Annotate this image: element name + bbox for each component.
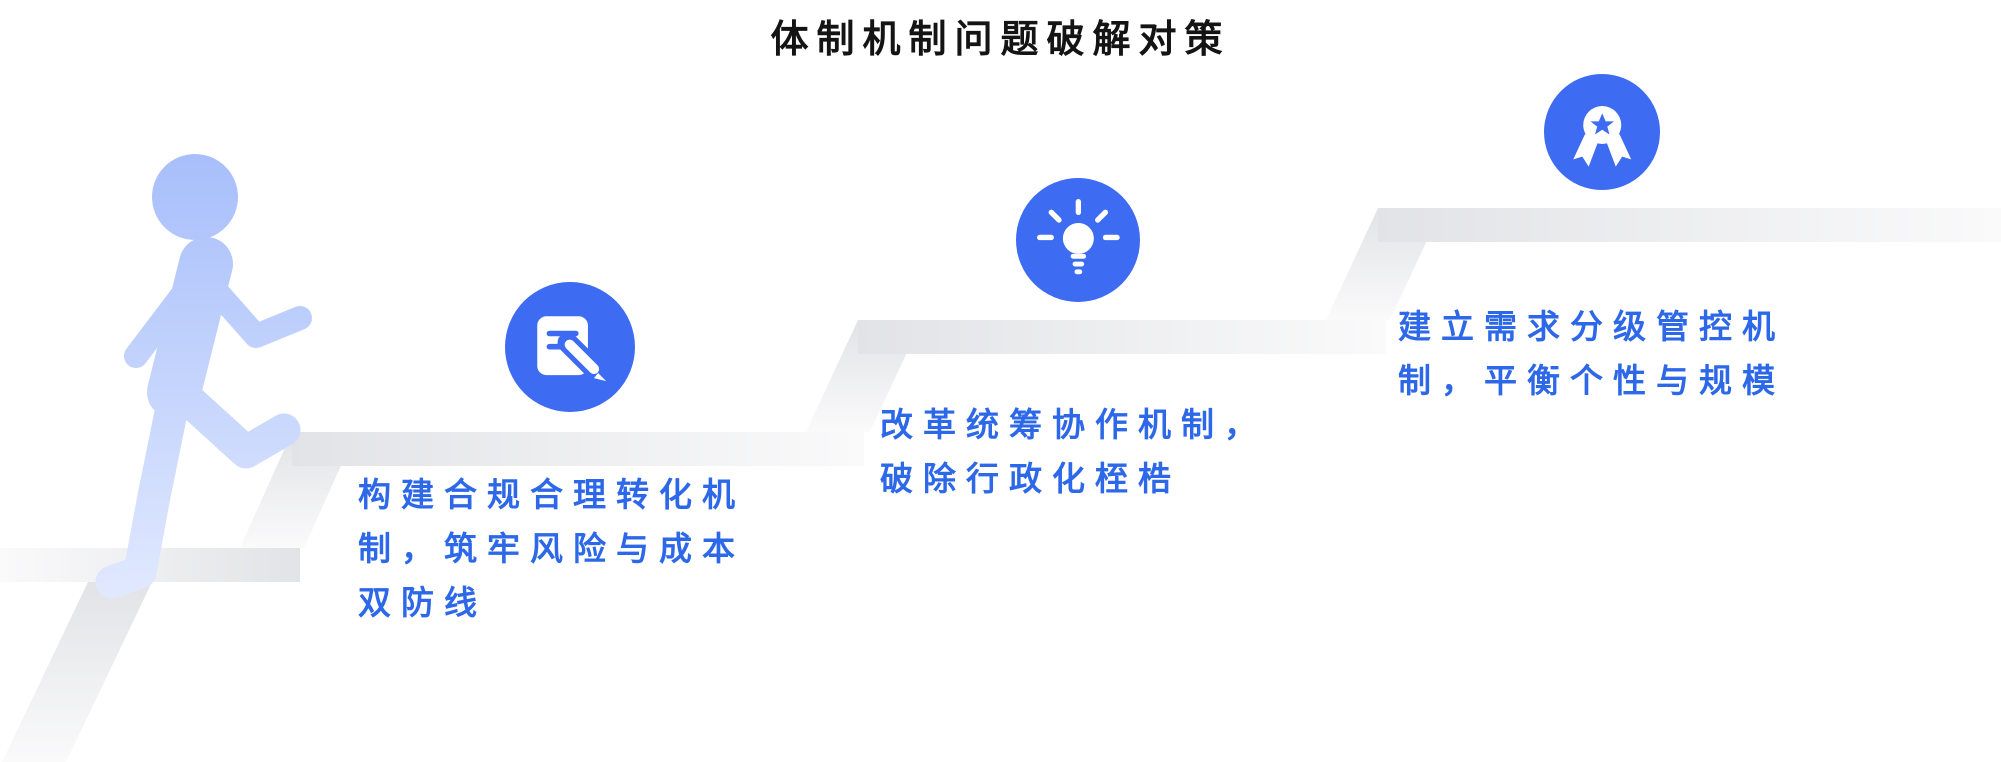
- person-back-leg: [95, 381, 191, 599]
- stair-tread-1: [292, 432, 864, 466]
- page-title: 体制机制问题破解对策: [770, 19, 1231, 61]
- step2-text-line: 改革统筹协作机制，: [880, 406, 1267, 443]
- step1-text: 构建合规合理转化机 制，筑牢风险与成本 双防线: [358, 468, 745, 630]
- step3-icon-badge: [1544, 74, 1660, 190]
- person-front-leg: [163, 375, 301, 469]
- step1-icon-badge: [505, 282, 635, 412]
- step1-text-line: 双防线: [358, 584, 487, 621]
- medal-icon: [1573, 105, 1631, 167]
- step2-text-line: 破除行政化桎梏: [880, 460, 1181, 497]
- document-edit-icon: [537, 316, 609, 384]
- person-head: [152, 154, 238, 240]
- lightbulb-icon: [1036, 198, 1120, 274]
- step1-text-line: 构建合规合理转化机: [358, 476, 745, 513]
- stair-riser-0: [2, 582, 152, 762]
- step2-text: 改革统筹协作机制， 破除行政化桎梏: [880, 398, 1267, 506]
- step1-text-line: 制，筑牢风险与成本: [358, 530, 745, 567]
- staircase: [0, 208, 2001, 762]
- step2-icon-badge: [1016, 178, 1140, 302]
- climbing-person-figure: [95, 154, 312, 599]
- person-back-arm: [124, 278, 198, 368]
- person-front-arm: [198, 272, 312, 348]
- step3-text: 建立需求分级管控机 制，平衡个性与规模: [1398, 300, 1785, 408]
- stair-tread-3: [1378, 208, 2001, 242]
- stair-tread-2: [858, 320, 1386, 354]
- step3-text-line: 制，平衡个性与规模: [1398, 362, 1785, 399]
- step3-text-line: 建立需求分级管控机: [1398, 308, 1785, 345]
